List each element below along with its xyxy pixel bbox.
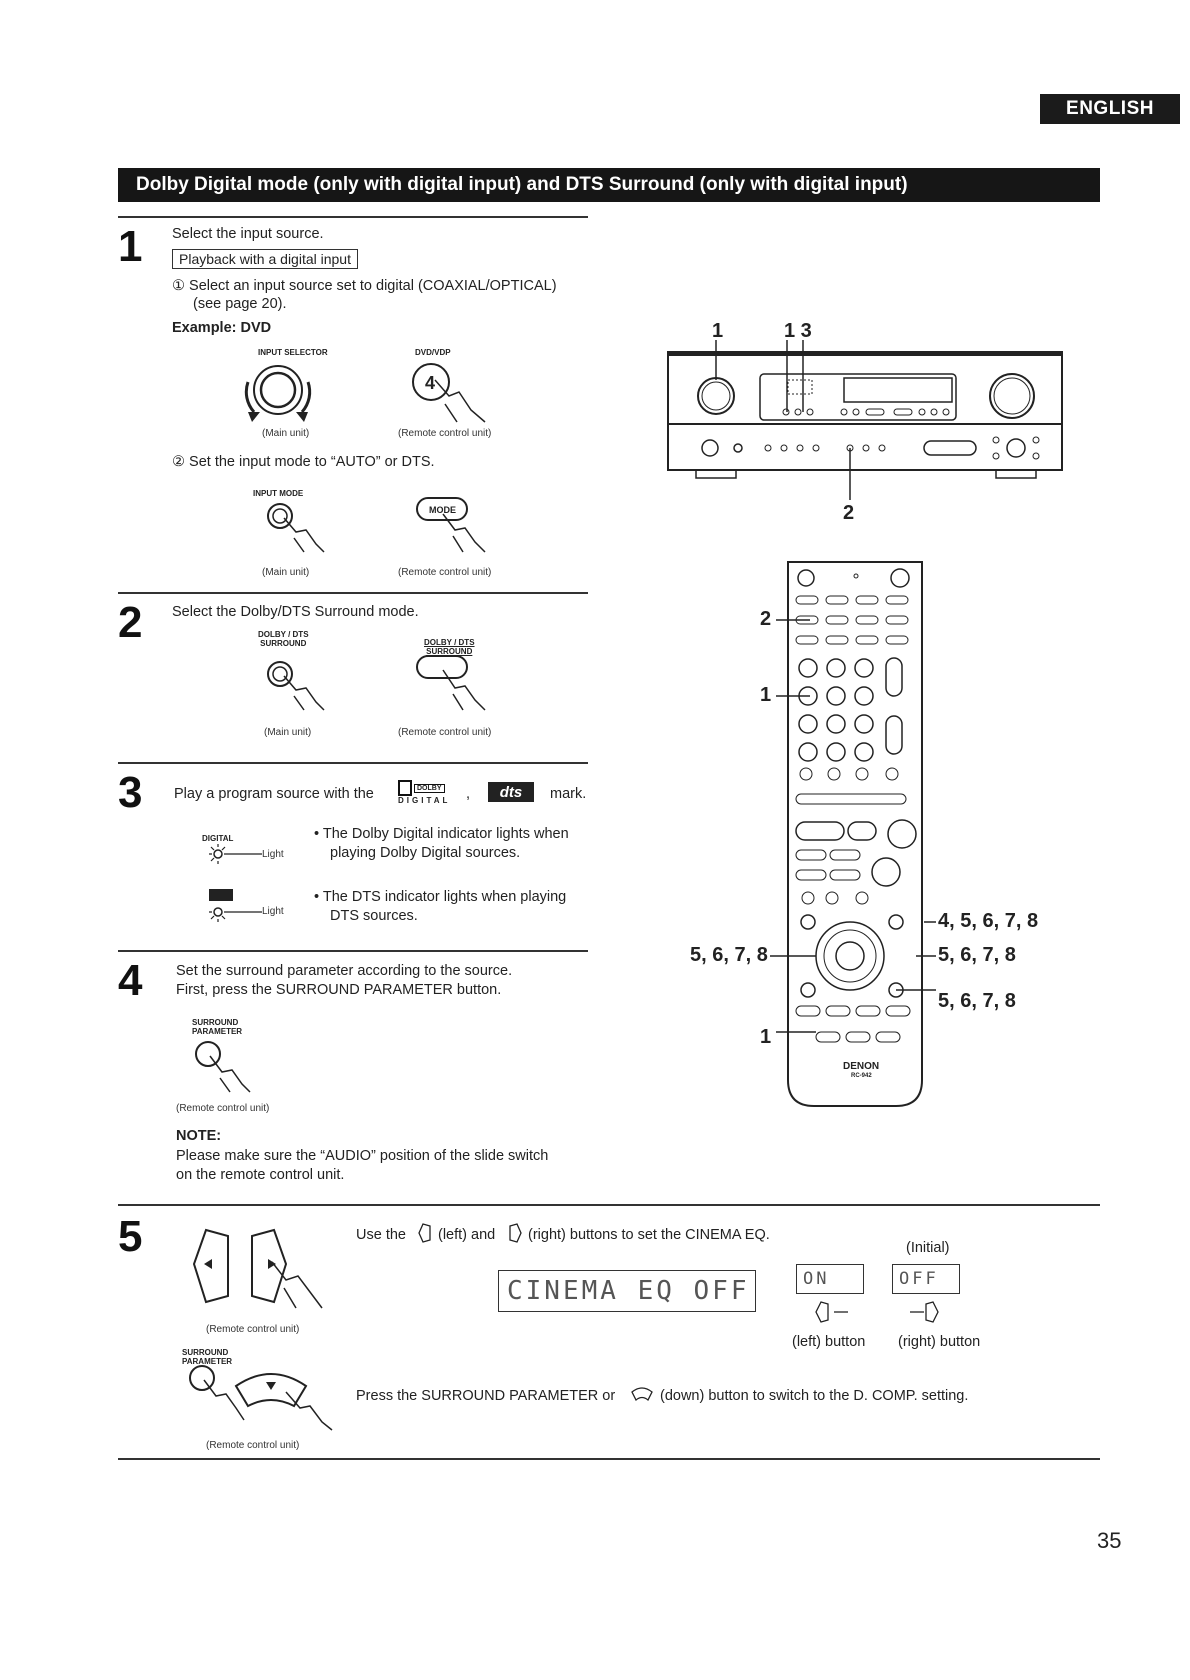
- down-button-icon: [631, 1387, 653, 1402]
- left-right-buttons-icon: [192, 1228, 323, 1309]
- remote-callout-2: 2: [760, 608, 772, 630]
- divider: [118, 592, 588, 594]
- dolby-light-indicator-icon: [209, 844, 262, 864]
- bullet-dts-l2: DTS sources.: [330, 908, 418, 924]
- bullet-dolby-l2: playing Dolby Digital sources.: [330, 845, 521, 861]
- left-button-label: (left) button: [792, 1334, 866, 1350]
- remote-callout-lines: [770, 619, 936, 1033]
- language-tab: ENGLISH: [1040, 94, 1180, 124]
- note-title: NOTE:: [176, 1128, 222, 1144]
- on-display: ON: [796, 1264, 864, 1294]
- right-button-icon: [509, 1223, 522, 1243]
- step-number-1: 1: [118, 222, 143, 271]
- step4-text-l1: Set the surround parameter according to …: [176, 963, 513, 979]
- receiver-callout-13: 1 3: [784, 320, 812, 342]
- press-text-post: (down) button to switch to the D. COMP. …: [660, 1388, 969, 1404]
- right-arrow-button-icon: [910, 1301, 939, 1323]
- step-number-2: 2: [118, 598, 143, 647]
- mode-button-press-icon: MODE: [416, 497, 486, 553]
- input-mode-label: INPUT MODE: [253, 489, 304, 498]
- section-title: Dolby Digital mode (only with digital in…: [118, 168, 1100, 202]
- left-arrow-button-icon: [815, 1301, 848, 1323]
- dolby-digital-logo: DOLBY DIGITAL: [398, 780, 462, 805]
- input-mode-button-icon: [267, 503, 325, 553]
- caption-remote-unit-4: (Remote control unit): [176, 1103, 270, 1114]
- dvd-button-press-icon: 4: [412, 363, 486, 423]
- caption-main-unit-3: (Main unit): [264, 727, 312, 738]
- remote-callout-1a: 1: [760, 684, 772, 706]
- use-text-mid2: (right) buttons to set the CINEMA EQ.: [528, 1227, 770, 1243]
- receiver-main-unit-icon: [667, 340, 1063, 500]
- step-number-5: 5: [118, 1212, 143, 1261]
- remote-callout-45678: 4, 5, 6, 7, 8: [938, 910, 1039, 932]
- digital-indicator-label: DIGITAL: [202, 834, 234, 843]
- receiver-callout-2: 2: [843, 502, 855, 524]
- caption-remote-unit-5: (Remote control unit): [206, 1324, 300, 1335]
- comma: ,: [466, 786, 471, 802]
- divider: [118, 1204, 1100, 1206]
- remote-callout-right-5678b: 5, 6, 7, 8: [938, 990, 1016, 1012]
- step2-text: Select the Dolby/DTS Surround mode.: [172, 604, 419, 620]
- step3-text-post: mark.: [550, 786, 587, 802]
- step4-text-l2: First, press the SURROUND PARAMETER butt…: [176, 982, 502, 998]
- remote-callout-right-5678a: 5, 6, 7, 8: [938, 944, 1016, 966]
- step1-sub2: ② Set the input mode to “AUTO” or DTS.: [172, 454, 435, 470]
- remote-callout-left-5678: 5, 6, 7, 8: [690, 944, 768, 966]
- light-label-2: Light: [262, 906, 284, 917]
- initial-label: (Initial): [906, 1240, 950, 1256]
- step1-example: Example: DVD: [172, 320, 272, 336]
- press-text-pre: Press the SURROUND PARAMETER or: [356, 1388, 616, 1404]
- divider: [118, 762, 588, 764]
- off-display: OFF: [892, 1264, 960, 1294]
- remote-brand: DENON: [843, 1061, 880, 1072]
- receiver-callout-1: 1: [712, 320, 724, 342]
- step1-sub1-page: (see page 20).: [193, 296, 287, 312]
- remote-callout-1b: 1: [760, 1026, 772, 1048]
- caption-remote-unit-6: (Remote control unit): [206, 1440, 300, 1451]
- input-selector-knob-icon: [244, 365, 312, 422]
- surround-main-button-icon: [267, 661, 325, 711]
- divider: [118, 1458, 1100, 1460]
- bullet-dts-l1: • The DTS indicator lights when playing: [314, 889, 567, 905]
- use-text-mid1: (left) and: [438, 1227, 496, 1243]
- note-line-2: on the remote control unit.: [176, 1167, 345, 1183]
- page-number: 35: [1097, 1528, 1122, 1553]
- note-line-1: Please make sure the “AUDIO” position of…: [176, 1148, 549, 1164]
- left-button-icon: [418, 1223, 431, 1243]
- step3-text-pre: Play a program source with the: [174, 786, 374, 802]
- use-text-pre: Use the: [356, 1227, 406, 1243]
- step1-sub1: ① Select an input source set to digital …: [172, 278, 557, 294]
- caption-main-unit-2: (Main unit): [262, 567, 310, 578]
- caption-remote-unit-3: (Remote control unit): [398, 727, 492, 738]
- cinema-eq-display: CINEMA EQ OFF: [498, 1270, 756, 1312]
- caption-main-unit: (Main unit): [262, 428, 310, 439]
- bullet-dolby-l1: • The Dolby Digital indicator lights whe…: [314, 826, 569, 842]
- remote-control-icon: [787, 561, 923, 1107]
- step-number-4: 4: [118, 956, 143, 1005]
- light-label-1: Light: [262, 849, 284, 860]
- divider: [118, 950, 588, 952]
- dts-logo: dts: [488, 782, 534, 802]
- step1-text: Select the input source.: [172, 226, 324, 242]
- remote-model: RC-942: [851, 1073, 872, 1079]
- step1-boxed-label: Playback with a digital input: [172, 249, 358, 269]
- caption-remote-unit: (Remote control unit): [398, 428, 492, 439]
- dvd-vdp-label: DVD/VDP: [415, 348, 451, 357]
- step-number-3: 3: [118, 768, 143, 817]
- divider: [118, 216, 588, 218]
- svg-text:4: 4: [425, 373, 435, 393]
- svg-text:MODE: MODE: [429, 505, 456, 515]
- input-selector-label: INPUT SELECTOR: [258, 348, 328, 357]
- right-button-label: (right) button: [898, 1334, 981, 1350]
- dts-light-indicator-icon: [209, 907, 262, 922]
- surround-parameter-button-icon: [195, 1041, 251, 1093]
- caption-remote-unit-2: (Remote control unit): [398, 567, 492, 578]
- surround-remote-button-icon: [416, 655, 486, 711]
- surround-parameter-down-button-icon: [189, 1365, 333, 1431]
- dts-indicator-icon: [209, 889, 233, 901]
